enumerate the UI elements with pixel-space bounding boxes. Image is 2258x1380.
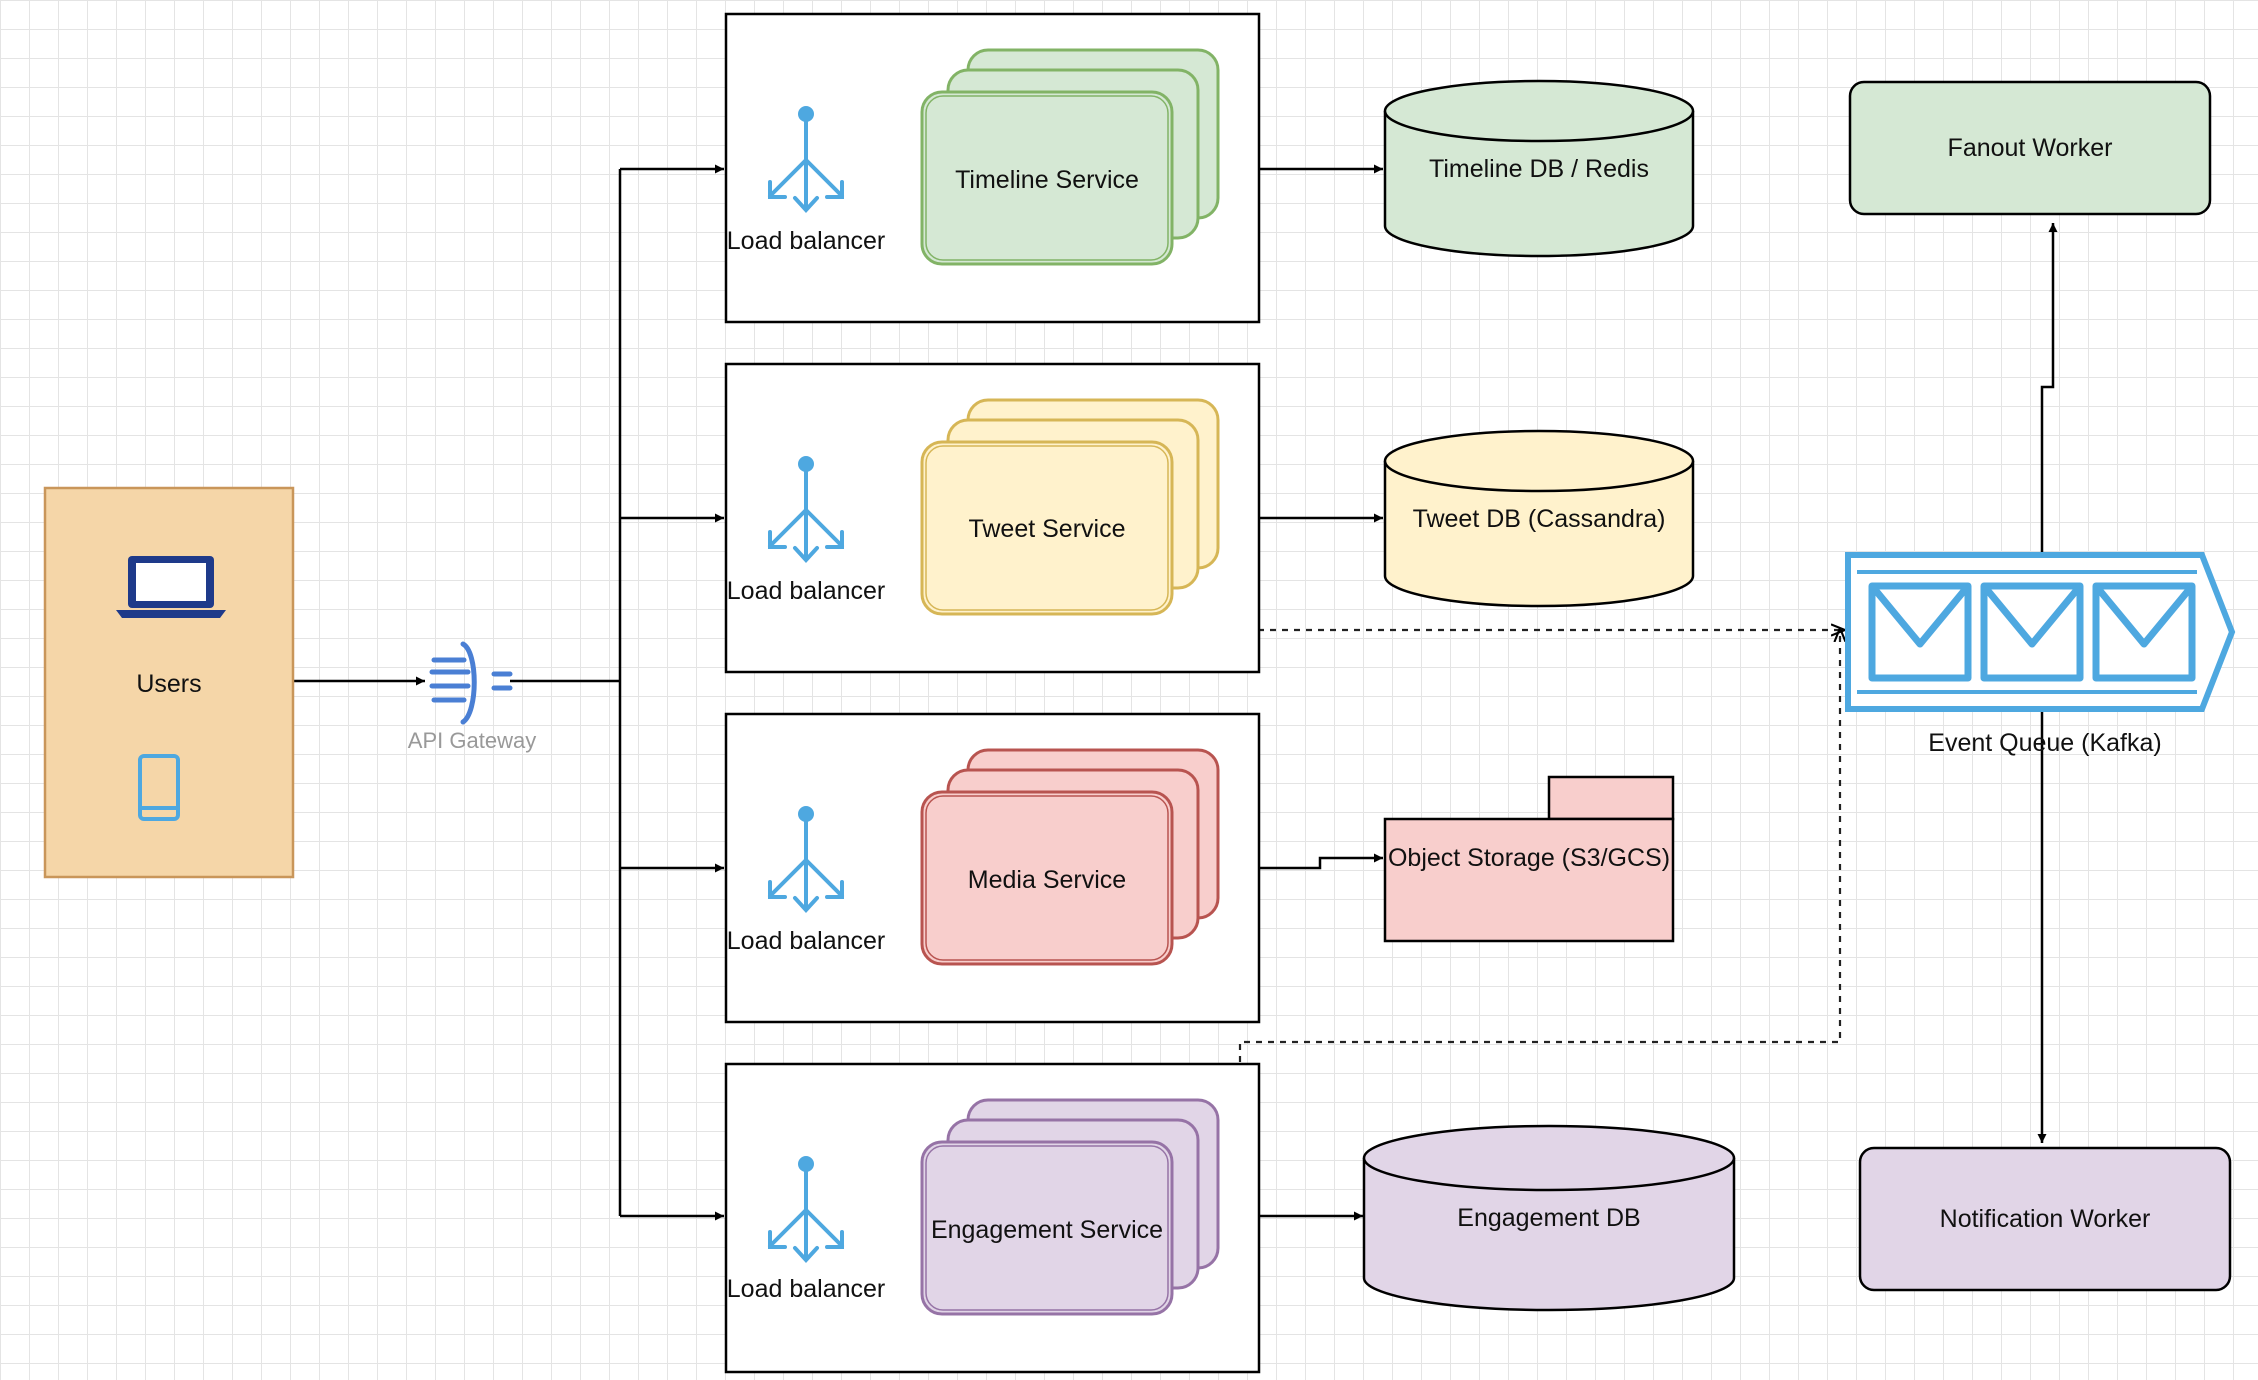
service-name: Engagement Service [931,1216,1163,1244]
event-queue-node[interactable]: Event Queue (Kafka) [1845,552,2236,757]
store-label: Tweet DB (Cassandra) [1413,505,1666,533]
service-name: Timeline Service [955,166,1139,194]
timeline-db-cylinder[interactable]: Timeline DB / Redis [1383,79,1695,258]
service-stack[interactable]: Media Service [920,748,1220,966]
service-group-timeline: Load balancer Timeline Service [724,12,1261,324]
message-icon [2092,582,2196,682]
load-balancer-icon [768,456,844,563]
message-icon [1868,582,1972,682]
notification-worker-node[interactable]: Notification Worker [1858,1146,2232,1292]
service-name: Tweet Service [968,515,1125,543]
api-gateway-label: API Gateway [408,728,536,753]
tweet-db-cylinder[interactable]: Tweet DB (Cassandra) [1383,429,1695,608]
load-balancer-icon [768,1156,844,1263]
service-stack[interactable]: Tweet Service [920,398,1220,616]
notification-worker-label: Notification Worker [1940,1205,2151,1233]
store-label: Timeline DB / Redis [1429,155,1649,183]
service-group-engagement: Load balancer Engagement Service [724,1062,1261,1374]
service-stack[interactable]: Engagement Service [920,1098,1220,1316]
load-balancer-icon [768,106,844,213]
load-balancer-label: Load balancer [727,927,885,955]
load-balancer-label: Load balancer [727,1275,885,1303]
users-node[interactable]: Users [43,486,295,879]
message-icon [1980,582,2084,682]
edge-queue-to-fanout [2040,223,2058,552]
service-group-tweet: Load balancer Tweet Service [724,362,1261,674]
fanout-worker-node[interactable]: Fanout Worker [1848,80,2212,216]
service-stack[interactable]: Timeline Service [920,48,1220,266]
object-storage-folder[interactable]: Object Storage (S3/GCS) [1383,775,1675,943]
laptop-icon [116,556,226,618]
api-gateway-icon [429,641,513,725]
load-balancer-label: Load balancer [727,577,885,605]
store-label: Engagement DB [1457,1204,1640,1232]
edge-media-to-storage [1258,853,1383,870]
users-label: Users [136,670,201,698]
api-gateway-node[interactable]: API Gateway [408,641,536,753]
store-label: Object Storage (S3/GCS) [1388,844,1670,872]
event-queue-label: Event Queue (Kafka) [1928,729,2161,757]
load-balancer-label: Load balancer [727,227,885,255]
service-group-media: Load balancer Media Service [724,712,1261,1024]
fanout-worker-label: Fanout Worker [1948,134,2113,162]
dashed-connectors [1238,628,1845,1062]
service-name: Media Service [968,866,1126,894]
connectors [293,164,2058,1221]
phone-icon [138,754,180,821]
load-balancer-icon [768,806,844,913]
engagement-db-cylinder[interactable]: Engagement DB [1362,1124,1736,1312]
